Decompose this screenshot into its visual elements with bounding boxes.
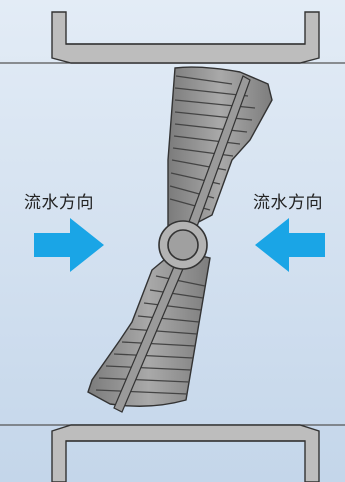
flow-arrow-right: [255, 218, 325, 272]
shaft-hub: [158, 220, 208, 270]
top-seat-frame: [0, 11, 345, 64]
flow-direction-label-right: 流水方向: [253, 193, 323, 213]
flow-direction-label-left: 流水方向: [24, 193, 94, 213]
lower-blade-ribs: [95, 275, 206, 395]
bottom-seat-frame: [0, 424, 345, 482]
lower-blade: [87, 249, 211, 413]
flow-arrow-left: [34, 218, 104, 272]
